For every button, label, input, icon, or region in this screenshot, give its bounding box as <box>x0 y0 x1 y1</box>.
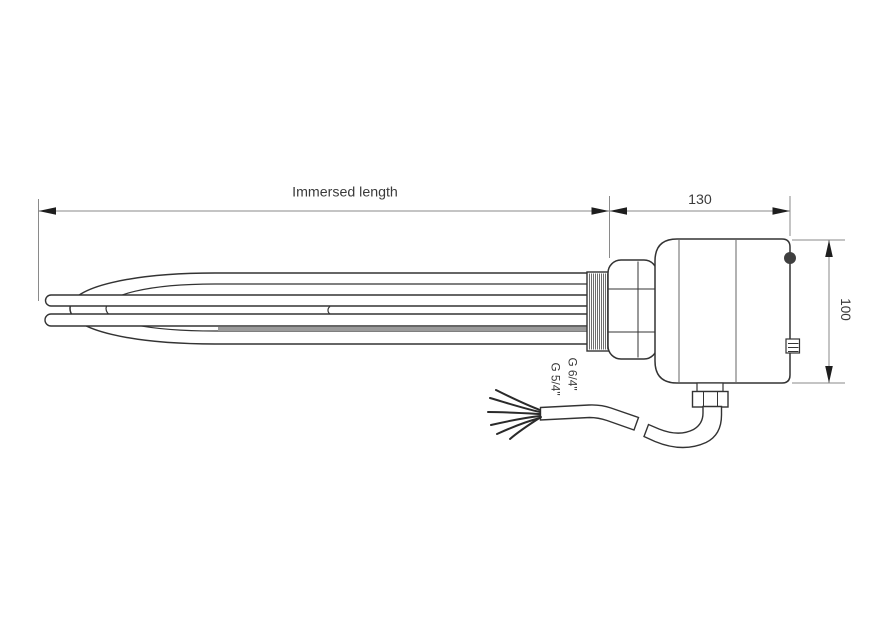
thread-size-label-g54: G 5/4" <box>549 362 563 395</box>
front-bottom-tube <box>44 313 589 327</box>
gland-collar <box>696 382 724 393</box>
hex-nut <box>607 259 658 360</box>
power-cable <box>487 389 723 449</box>
thread-hatching <box>589 273 608 350</box>
front-top-tube <box>44 294 589 307</box>
dimension-130: 130 <box>609 192 791 236</box>
dim-arrow-left <box>38 207 56 215</box>
dimension-immersed-length: Immersed length <box>38 185 610 301</box>
gland-nut <box>691 390 729 408</box>
hex-nut-facets <box>608 261 657 358</box>
wire-strands <box>487 389 542 440</box>
threaded-fitting <box>586 271 611 352</box>
cable-left-segment <box>539 404 640 431</box>
dim-arrow-down <box>825 366 833 383</box>
cable-gland <box>691 382 729 408</box>
junction-box <box>654 238 801 384</box>
screw-head <box>784 252 796 264</box>
latch-clip <box>785 338 801 354</box>
cable-right-segment <box>643 405 723 449</box>
dim-arrow-right <box>772 207 790 215</box>
middle-tube-end-cap <box>327 306 331 315</box>
dim-100-label: 100 <box>838 298 853 321</box>
dimension-100: 100 <box>792 239 853 384</box>
hex-nut-body <box>607 259 658 360</box>
thread-size-labels: G 6/4" G 5/4" <box>549 357 580 395</box>
gland-nut-facets <box>703 392 718 407</box>
junction-box-seams <box>678 240 737 382</box>
immersed-length-label: Immersed length <box>292 185 398 201</box>
thread-body <box>586 271 611 352</box>
junction-box-body <box>654 238 791 384</box>
dim-arrow-up <box>825 240 833 257</box>
dim-130-label: 130 <box>688 192 712 208</box>
thread-size-label-g64: G 6/4" <box>566 357 580 390</box>
dim-arrow-left <box>609 207 627 215</box>
dim-arrow-right <box>591 207 609 215</box>
heating-element-tubes <box>44 272 589 345</box>
